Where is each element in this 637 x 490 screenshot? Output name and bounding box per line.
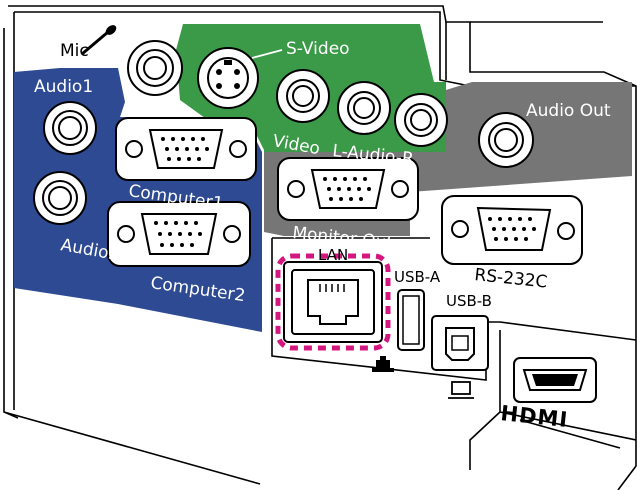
audio1-jack: [43, 101, 97, 155]
computer1-vga-port: [115, 117, 257, 181]
audio-out-jack: [478, 112, 534, 168]
usb-a-port: [397, 289, 425, 351]
microphone-icon: [81, 25, 117, 56]
lan-label: LAN: [318, 246, 348, 264]
rs232c-port: [441, 195, 583, 265]
computer2-vga-port: [107, 201, 251, 267]
svideo-port: [197, 47, 259, 109]
audio-l-jack: [337, 81, 391, 135]
audio-r-jack: [394, 93, 448, 147]
hdmi-port: [513, 357, 597, 403]
mic-jack: [127, 40, 183, 96]
video-jack: [276, 69, 330, 123]
svideo-label: S-Video: [286, 39, 350, 59]
mic-label: Mic: [60, 41, 89, 61]
computer-symbol-icon: [448, 381, 474, 399]
audio-out-label: Audio Out: [526, 101, 611, 121]
svideo-leader-line: [251, 49, 283, 59]
lan-port: [283, 261, 383, 343]
usb-a-label: USB-A: [394, 268, 441, 286]
lan-symbol-icon: [372, 356, 394, 372]
usb-b-label: USB-B: [446, 292, 492, 310]
audio1-label: Audio1: [34, 77, 93, 97]
audio2-jack: [33, 171, 87, 225]
usb-b-port: [431, 315, 489, 371]
lan-highlight-frame: [275, 253, 391, 351]
monitor-out-vga-port: [277, 157, 419, 221]
